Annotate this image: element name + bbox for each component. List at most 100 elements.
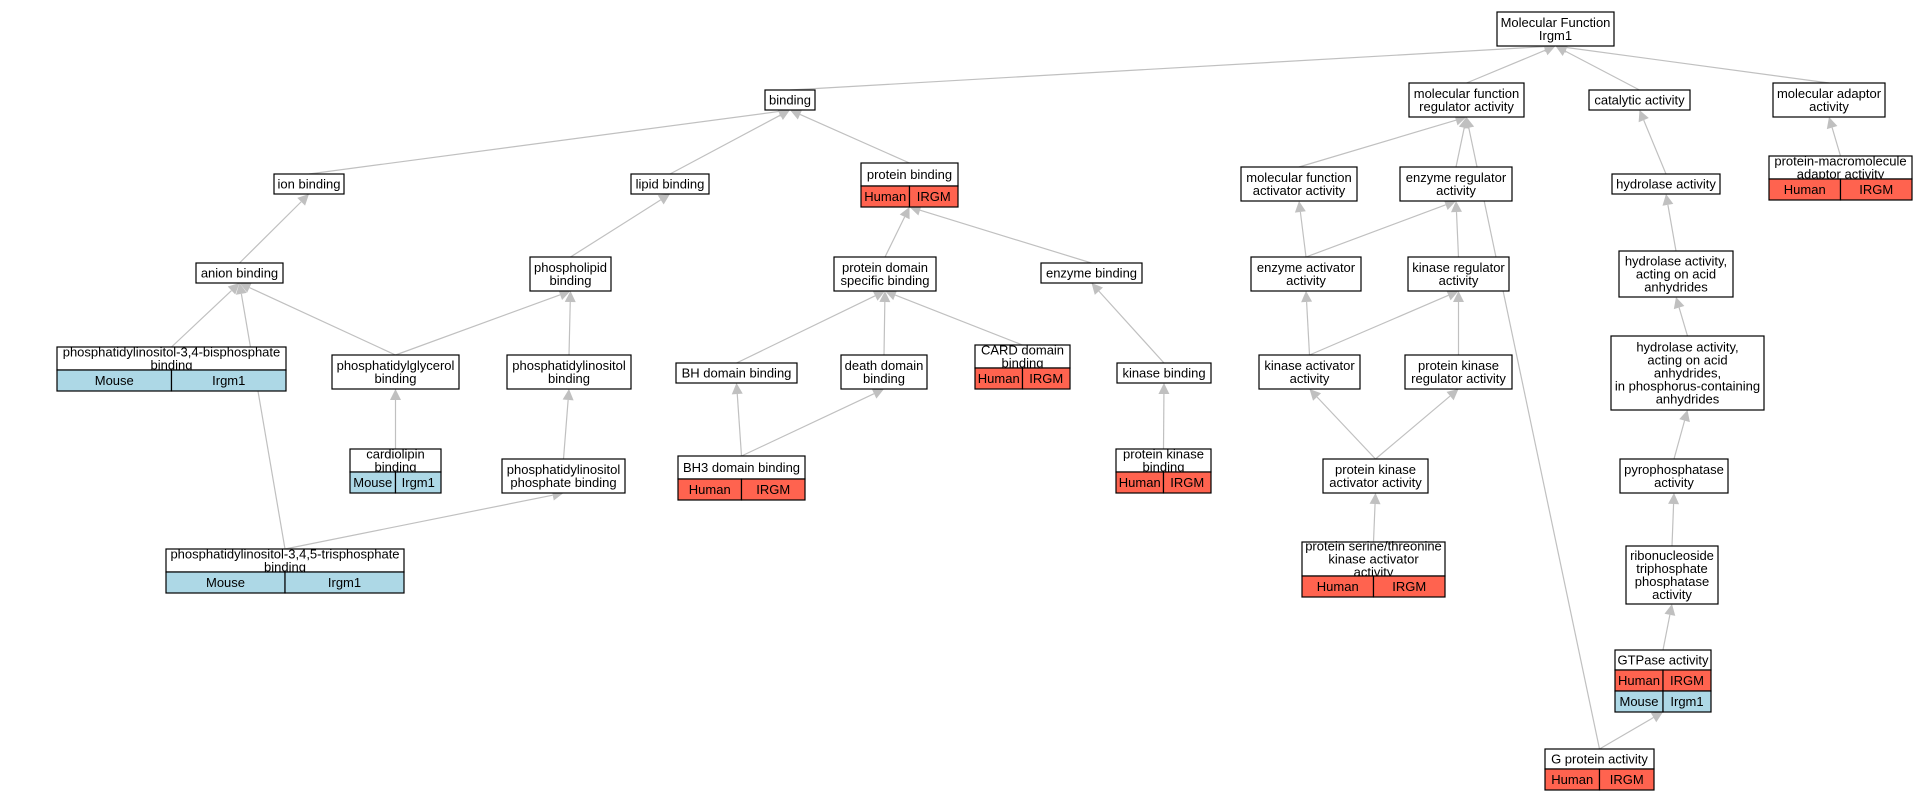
edge-bh3-to-bhdomain — [736, 393, 743, 457]
go-term-node-hydphos[interactable]: hydrolase activity,acting on acidanhydri… — [1610, 335, 1765, 411]
arrowhead-enzact-to-mfact — [1294, 201, 1306, 213]
go-term-node-hydrolase[interactable]: hydrolase activity — [1611, 173, 1721, 195]
go-term-label: BH3 domain binding — [683, 460, 800, 475]
go-term-label: phosphatase — [1635, 574, 1709, 589]
go-term-label: binding — [548, 371, 590, 386]
edge-pinositol-to-phospholipid — [568, 301, 571, 356]
go-term-box — [630, 173, 710, 195]
go-term-box — [1404, 354, 1513, 390]
go-term-label: protein kinase — [1335, 462, 1416, 477]
go-term-box — [675, 362, 798, 384]
go-term-label: binding — [1143, 460, 1185, 475]
go-term-label: hydrolase activity, — [1625, 254, 1727, 269]
go-term-label: Molecular Function — [1501, 15, 1611, 30]
go-term-box — [1250, 256, 1362, 292]
edge-pdsb-to-proteinbinding — [884, 216, 906, 258]
go-term-label: enzyme regulator — [1406, 170, 1507, 185]
go-term-box — [331, 354, 460, 390]
go-term-node-hydanhyd[interactable]: hydrolase activity,acting on acidanhydri… — [1618, 250, 1734, 298]
go-term-label: activator activity — [1253, 183, 1346, 198]
go-term-box — [1611, 173, 1721, 195]
go-term-node-binding[interactable]: binding — [764, 89, 816, 111]
go-term-node-lipidbinding[interactable]: lipid binding — [630, 173, 710, 195]
gene-cell — [740, 478, 806, 501]
arrowhead-gtpase-to-rntp — [1664, 604, 1676, 616]
go-term-node-pi34[interactable]: phosphatidylinositol-3,4-bisphosphatebin… — [56, 345, 287, 392]
go-term-node-rntp[interactable]: ribonucleosidetriphosphatephosphataseact… — [1625, 545, 1719, 605]
arrowhead-mfreg-to-mf — [1543, 45, 1556, 56]
go-term-node-enzymebinding[interactable]: enzyme binding — [1040, 262, 1143, 284]
arrowhead-kinasebinding-to-enzymebinding — [1091, 283, 1103, 295]
arrowhead-pglycerol-to-phospholipid — [558, 289, 571, 300]
edge-catalytic-to-mf — [1564, 50, 1640, 91]
go-term-label: activity — [1439, 273, 1479, 288]
go-term-label: binding — [375, 460, 417, 475]
edge-anion-to-ionbinding — [239, 201, 302, 264]
gene-cell — [1372, 575, 1446, 598]
go-term-box — [529, 256, 612, 292]
species-label: Human — [1317, 579, 1359, 594]
go-term-label: activity — [1654, 475, 1694, 490]
edge-gtpase-to-rntp — [1662, 614, 1671, 651]
go-term-label: kinase regulator — [1412, 260, 1505, 275]
edge-piphosphate-to-pinositol — [562, 399, 569, 460]
go-term-label: specific binding — [841, 273, 930, 288]
arrowhead-pglycerol-to-anion — [239, 282, 252, 293]
gene-cell — [170, 369, 287, 392]
go-term-label: binding — [769, 93, 811, 108]
go-term-node-ionbinding[interactable]: ion binding — [273, 173, 345, 195]
edge-hydphos-to-hydanhyd — [1678, 307, 1689, 337]
go-term-label: molecular function — [1414, 86, 1520, 101]
arrowhead-enzymebinding-to-proteinbinding — [909, 204, 922, 216]
go-term-label: phosphatidylinositol-3,4-bisphosphate — [63, 345, 281, 360]
arrowhead-bh3-to-bhdomain — [731, 383, 743, 395]
edge-mfact-to-mfreg — [1298, 119, 1457, 168]
go-term-label: G protein activity — [1551, 752, 1648, 767]
edge-hydanhyd-to-hydrolase — [1667, 204, 1677, 252]
species-label: Human — [1119, 475, 1161, 490]
go-term-node-bhdomain[interactable]: BH domain binding — [675, 362, 798, 384]
go-term-label: protein domain — [842, 260, 928, 275]
go-term-box — [1618, 250, 1734, 298]
edge-pyro-to-hydphos — [1673, 420, 1686, 460]
go-term-box — [273, 173, 345, 195]
go-term-node-pi345[interactable]: phosphatidylinositol-3,4,5-trisphosphate… — [165, 547, 405, 594]
arrowhead-kinreg-to-enzreg — [1450, 201, 1462, 213]
go-term-box — [840, 354, 928, 390]
gene-label: IRGM — [756, 482, 790, 497]
go-term-node-kinasebinding[interactable]: kinase binding — [1116, 362, 1212, 384]
edge-pi345-to-piphosphate — [284, 494, 553, 550]
edge-enzymebinding-to-proteinbinding — [919, 209, 1092, 264]
edge-pkact-to-kinact — [1316, 396, 1376, 460]
go-term-node-anion[interactable]: anion binding — [195, 262, 284, 284]
go-term-box — [501, 458, 626, 494]
go-term-node-catalytic[interactable]: catalytic activity — [1588, 89, 1691, 111]
